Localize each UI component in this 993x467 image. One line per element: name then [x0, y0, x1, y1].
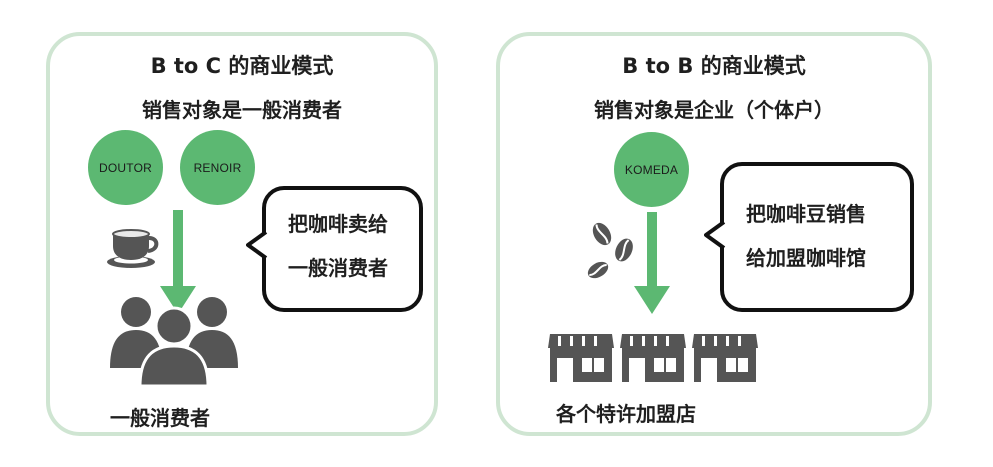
b2b-title: B to B 的商业模式 — [622, 54, 806, 78]
b2c-panel: B to C 的商业模式 销售对象是一般消费者 DOUTOR RENOIR 把咖… — [46, 32, 438, 436]
brand-renoir: RENOIR — [180, 130, 255, 205]
b2c-title: B to C 的商业模式 — [150, 54, 334, 78]
bubble-tail-icon — [704, 220, 726, 250]
b2b-bubble-line-1: 把咖啡豆销售 — [746, 202, 866, 226]
b2c-subtitle: 销售对象是一般消费者 — [142, 98, 342, 122]
b2b-subtitle: 销售对象是企业（个体户） — [594, 98, 834, 122]
b2c-caption: 一般消费者 — [110, 406, 210, 430]
coffee-cup-icon — [107, 229, 159, 268]
coffee-beans-icon — [587, 222, 633, 279]
storefront-icon — [548, 334, 758, 382]
b2c-bubble-line-1: 把咖啡卖给 — [288, 212, 388, 236]
b2b-speech-bubble: 把咖啡豆销售 给加盟咖啡馆 — [704, 162, 914, 312]
b2b-arrow-down — [634, 212, 670, 314]
b2c-speech-bubble: 把咖啡卖给 一般消费者 — [246, 186, 423, 312]
b2b-caption: 各个特许加盟店 — [556, 402, 696, 426]
b2c-arrow-down — [160, 210, 196, 314]
bubble-tail-icon — [246, 230, 268, 260]
brand-doutor: DOUTOR — [88, 130, 163, 205]
b2b-bubble-line-2: 给加盟咖啡馆 — [746, 246, 866, 270]
people-icon — [110, 297, 238, 386]
brand-komeda: KOMEDA — [614, 132, 689, 207]
b2b-panel: B to B 的商业模式 销售对象是企业（个体户） KOMEDA 把咖啡豆销售 … — [496, 32, 932, 436]
b2c-bubble-line-2: 一般消费者 — [288, 256, 388, 280]
